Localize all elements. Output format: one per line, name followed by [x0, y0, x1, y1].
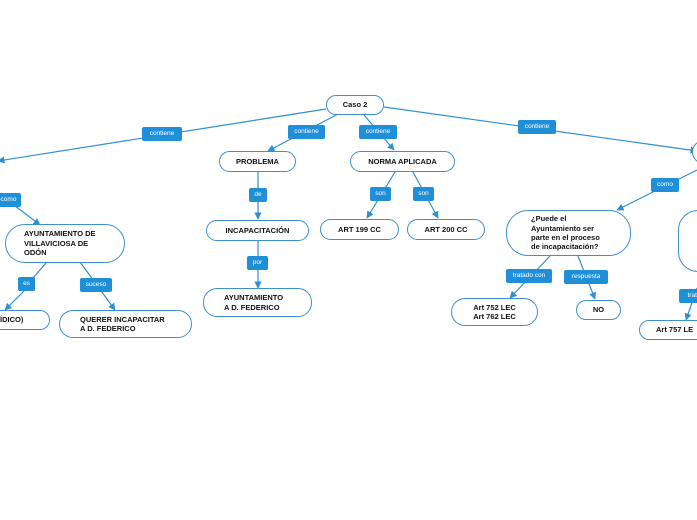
- node-art-757-lec[interactable]: Art 757 LE: [639, 320, 697, 340]
- node-ayuntamiento-federico[interactable]: AYUNTAMIENTO A D. FEDERICO: [203, 288, 312, 317]
- node-problema[interactable]: PROBLEMA: [219, 151, 296, 172]
- node-norma-aplicada[interactable]: NORMA APLICADA: [350, 151, 455, 172]
- node-querer-incapacitar[interactable]: QUERER INCAPACITAR A D. FEDERICO: [59, 310, 192, 338]
- label-como-right[interactable]: como: [651, 178, 679, 192]
- label-contiene-norma[interactable]: contiene: [359, 125, 397, 139]
- edge-como-to-ayuntamiento: [13, 204, 41, 226]
- node-right-partial-large[interactable]: [678, 210, 697, 272]
- label-contiene-left[interactable]: contiene: [142, 127, 182, 141]
- label-es[interactable]: es: [18, 277, 35, 291]
- label-son-2[interactable]: son: [413, 187, 434, 201]
- edge-es-to-juridico: [4, 289, 26, 311]
- label-suceso[interactable]: suceso: [80, 278, 112, 292]
- node-caso-2[interactable]: Caso 2: [326, 95, 384, 115]
- label-son-1[interactable]: son: [370, 187, 391, 201]
- node-art-199-cc[interactable]: ART 199 CC: [320, 219, 399, 240]
- label-contiene-right[interactable]: contiene: [518, 120, 556, 134]
- label-trata[interactable]: trata: [679, 289, 697, 303]
- label-contiene-problema[interactable]: contiene: [288, 125, 325, 139]
- label-como-left[interactable]: como: [0, 193, 21, 207]
- label-de[interactable]: de: [249, 188, 267, 202]
- node-no[interactable]: NO: [576, 300, 621, 320]
- node-pregunta-ayuntamiento[interactable]: ¿Puede el Ayuntamiento ser parte en el p…: [506, 210, 631, 256]
- node-ayuntamiento-villaviciosa[interactable]: AYUNTAMIENTO DE VILLAVICIOSA DE ODÓN: [5, 224, 125, 263]
- label-por[interactable]: por: [247, 256, 268, 270]
- label-tratado-con[interactable]: tratado con: [506, 269, 552, 283]
- node-juridico[interactable]: RÍDICO): [0, 310, 50, 330]
- node-art-752-762-lec[interactable]: Art 752 LEC Art 762 LEC: [451, 298, 538, 326]
- node-incapacitacion[interactable]: INCAPACITACIÓN: [206, 220, 309, 241]
- label-respuesta[interactable]: respuesta: [564, 270, 608, 284]
- node-art-200-cc[interactable]: ART 200 CC: [407, 219, 485, 240]
